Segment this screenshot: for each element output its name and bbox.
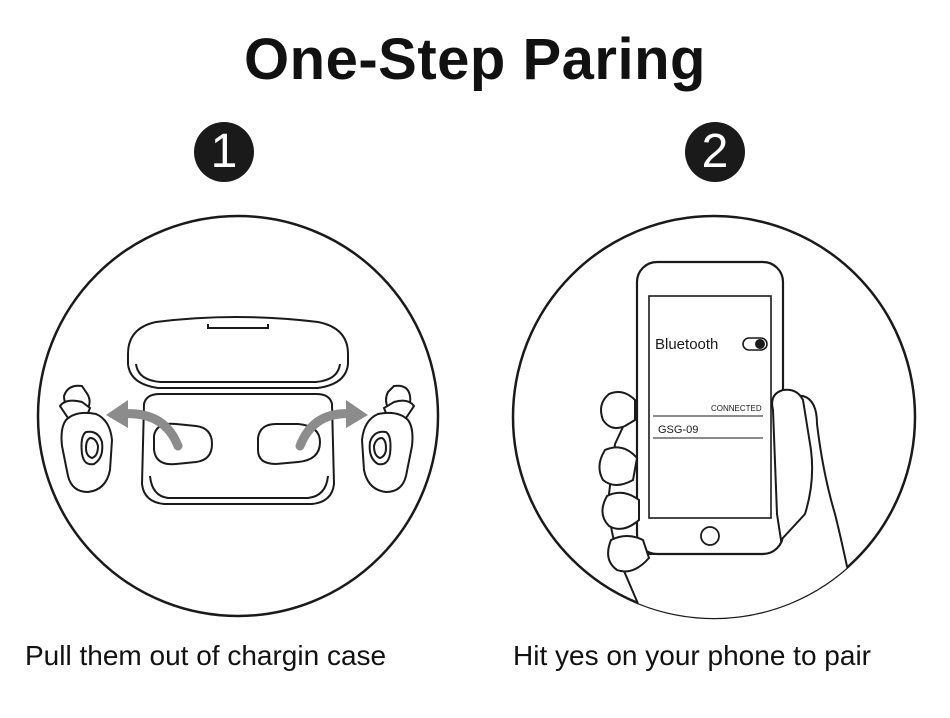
bluetooth-toggle: [742, 337, 768, 351]
step-1-caption: Pull them out of chargin case: [25, 640, 387, 671]
left-earbud: [58, 384, 114, 494]
charging-case-illustration: [36, 214, 440, 618]
connection-status: CONNECTED: [711, 404, 762, 413]
step-2-caption: Hit yes on your phone to pair: [513, 640, 871, 671]
panel-1-circle-border: [36, 214, 440, 618]
page-title: One-Step Paring: [244, 27, 706, 92]
device-name: GSG-09: [658, 424, 699, 436]
phone-pairing-illustration: Bluetooth CONNECTED GSG-09: [511, 214, 917, 620]
right-earbud-slot: [257, 423, 322, 466]
fingers: [598, 391, 651, 573]
thumb: [771, 388, 814, 543]
left-arrow-head: [106, 400, 128, 428]
phone-screen: [648, 295, 772, 519]
case-lid: [127, 316, 349, 389]
right-earbud: [360, 384, 416, 494]
step-2-badge: 2: [685, 122, 745, 182]
step-1-badge: 1: [194, 122, 254, 182]
bluetooth-label: Bluetooth: [655, 336, 719, 353]
case-body: [140, 393, 336, 505]
right-arrow-head: [346, 400, 368, 428]
home-button: [700, 526, 720, 546]
